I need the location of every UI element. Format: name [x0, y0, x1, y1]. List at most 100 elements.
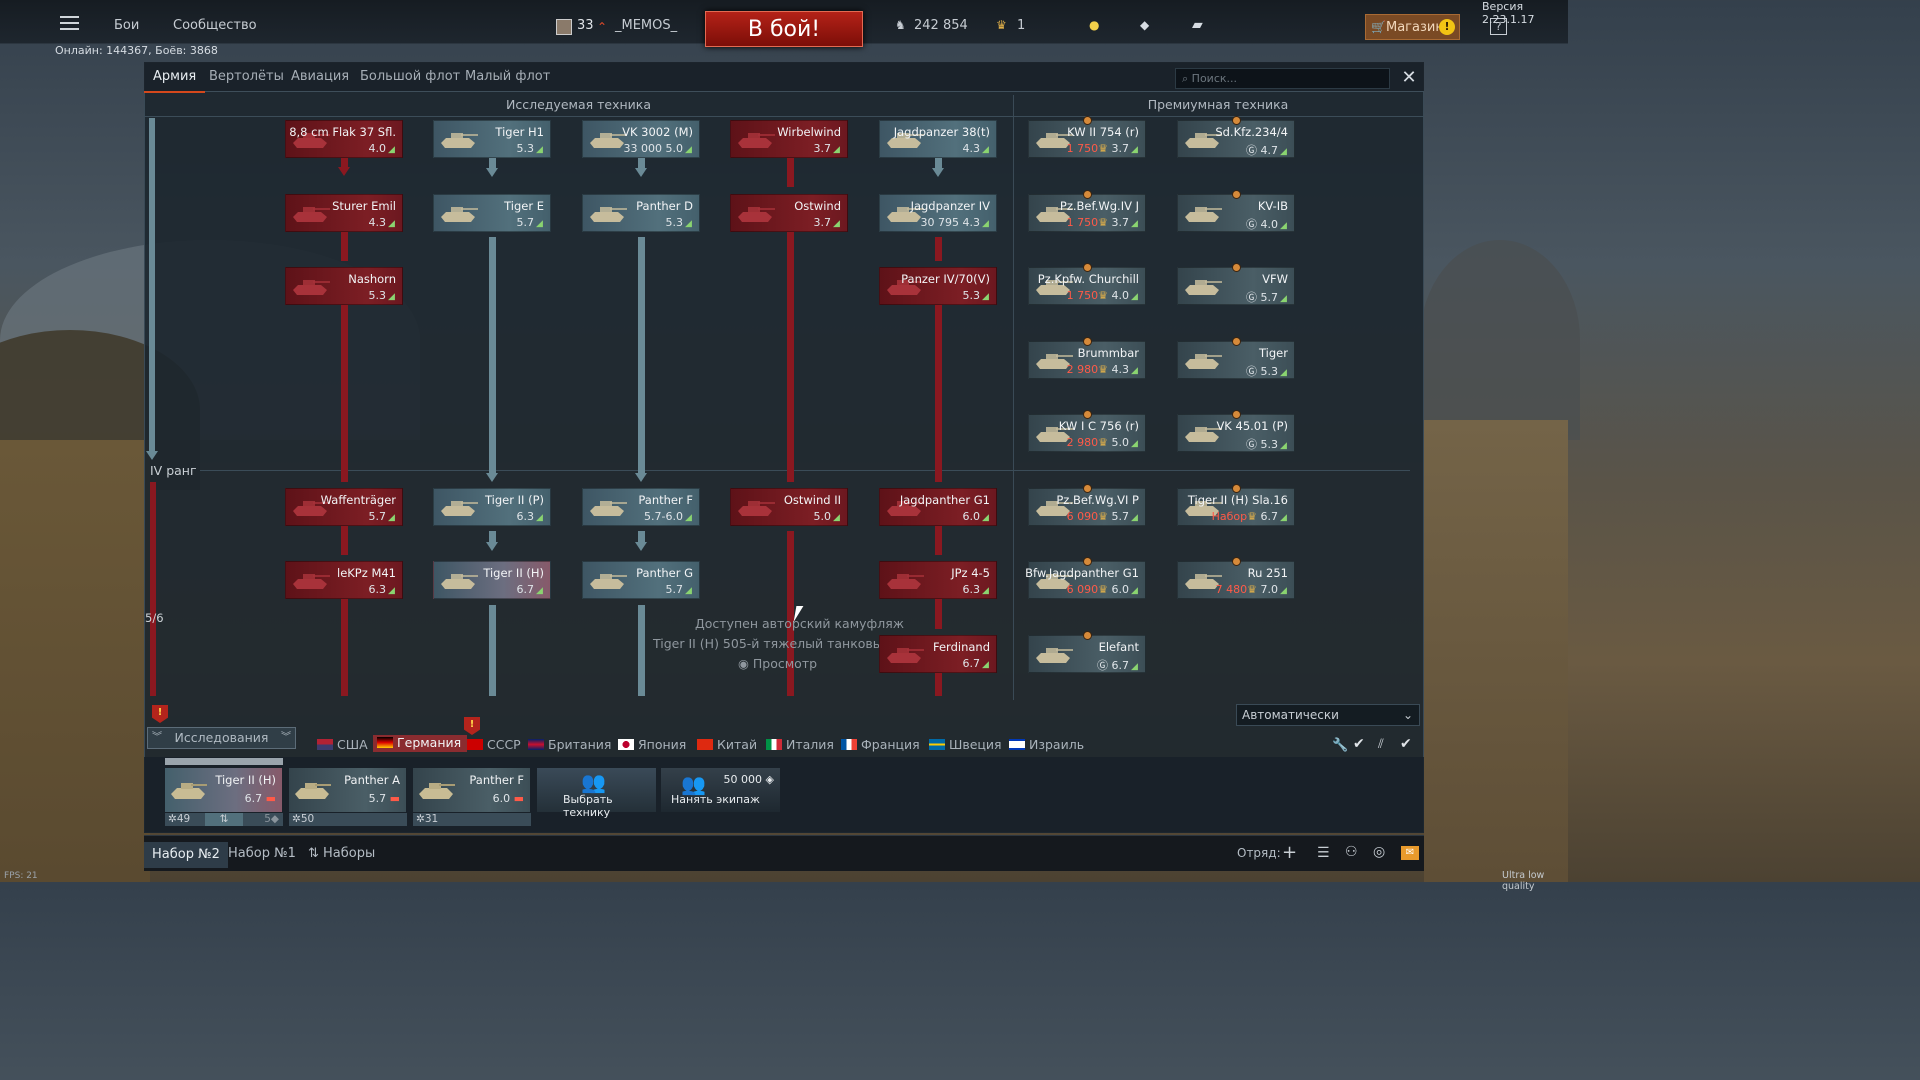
chevron-down-icon: ︾	[152, 732, 162, 743]
close-button[interactable]: ✕	[1401, 67, 1417, 88]
shop-button[interactable]: 🛒 Магазин !	[1365, 14, 1460, 40]
nation-tab-1[interactable]: Германия	[373, 735, 468, 752]
research-button[interactable]: ︾ Исследования ︾	[147, 727, 296, 749]
ammo-icon[interactable]: ⫽	[1378, 737, 1384, 752]
crew-slot-panther-f[interactable]: Panther F 6.0 ▬	[413, 768, 530, 812]
tab-bluewater-fleet[interactable]: Большой флот	[360, 69, 461, 84]
swap-icon[interactable]: ⇅	[205, 813, 243, 826]
vehicle-card-vk-3002-m[interactable]: VK 3002 (M)33 000 5.0◢	[582, 120, 700, 158]
diamond-icon[interactable]: ◆	[1140, 18, 1150, 32]
vehicle-card-8-8-cm-flak-37-sfl[interactable]: 8,8 cm Flak 37 Sfl.4.0◢	[285, 120, 403, 158]
preset-2-tab[interactable]: Набор №2	[144, 842, 228, 868]
vehicle-stats: 5.7◢	[666, 583, 694, 596]
eagle-icon: ♛	[1098, 363, 1108, 376]
nation-tab-3[interactable]: Британия	[528, 737, 611, 752]
golden-eagles-balance[interactable]: 1	[1017, 18, 1026, 33]
crew-slot-panther-a[interactable]: Panther A 5.7 ▬	[289, 768, 406, 812]
nation-tab-4[interactable]: Япония	[618, 737, 686, 752]
crew-slot-br-value: 5.7	[368, 792, 387, 805]
tab-aviation[interactable]: Авиация	[291, 69, 350, 84]
crew-slot-tiger-ii-h[interactable]: Tiger II (H) 6.7 ▬	[165, 768, 282, 812]
camo-preview-link[interactable]: ◉ Просмотр	[738, 656, 817, 671]
select-vehicle-slot[interactable]: 👥 Выбрать технику	[537, 768, 656, 819]
chat-icon[interactable]: ◎	[1373, 844, 1386, 860]
add-squad-icon[interactable]: +	[1282, 842, 1298, 863]
preset-1-tab[interactable]: Набор №1	[228, 846, 296, 861]
nation-tab-8[interactable]: Швеция	[929, 737, 1002, 752]
nation-label: США	[337, 737, 368, 752]
vehicle-type-icon: ◢	[685, 145, 692, 155]
nation-tab-9[interactable]: Израиль	[1009, 737, 1084, 752]
checkmark-icon[interactable]: ✔	[1353, 736, 1365, 752]
vehicle-name: KW II 754 (r)	[1067, 125, 1139, 139]
vehicle-stats: 5.7-6.0◢	[644, 510, 693, 523]
menu-icon[interactable]	[60, 16, 79, 30]
premium-card-vk-45-01-p[interactable]: VK 45.01 (P)Ⓖ 5.3◢	[1177, 410, 1295, 452]
list-icon[interactable]: ☰	[1317, 845, 1330, 861]
community-menu[interactable]: Сообщество	[173, 18, 257, 33]
presets-tab[interactable]: ⇅ Наборы	[308, 846, 375, 861]
premium-card-kw-ii-754-r[interactable]: KW II 754 (r)1 750♛ 3.7◢	[1028, 116, 1146, 158]
battles-menu[interactable]: Бои	[114, 18, 140, 33]
hire-crew-slot[interactable]: 👥 50 000 ◈ Нанять экипаж	[661, 768, 780, 812]
mail-icon[interactable]: ✉	[1401, 846, 1419, 860]
tank-icon	[1036, 354, 1073, 369]
nation-tab-0[interactable]: США	[317, 737, 368, 752]
auto-dropdown[interactable]: Автоматически⌄	[1236, 704, 1420, 726]
nation-tab-7[interactable]: Франция	[841, 737, 920, 752]
silver-lions-balance[interactable]: 242 854	[914, 18, 968, 33]
player-name[interactable]: _MEMOS_	[615, 18, 678, 33]
vehicle-card-panzer-iv-70-v[interactable]: Panzer IV/70(V)5.3◢	[879, 267, 997, 305]
vehicle-card-tiger-ii-p[interactable]: Tiger II (P)6.3◢	[433, 488, 551, 526]
rank-progress-bar	[149, 118, 155, 453]
nation-tab-6[interactable]: Италия	[766, 737, 834, 752]
help-button[interactable]: ?	[1490, 18, 1507, 35]
nation-tab-2[interactable]: СССР	[467, 737, 521, 752]
checkmark-icon[interactable]: ✔	[1400, 736, 1412, 752]
premium-card-kw-i-c-756-r[interactable]: KW I C 756 (r)2 980♛ 5.0◢	[1028, 410, 1146, 452]
lightbulb-icon[interactable]: ●	[1089, 18, 1100, 32]
contacts-icon[interactable]: ⚇	[1345, 844, 1358, 860]
tab-army[interactable]: Армия	[143, 69, 206, 93]
coupon-icon[interactable]: ▰	[1192, 17, 1203, 33]
to-battle-button[interactable]: В бой!	[705, 11, 863, 47]
tab-coastal-fleet[interactable]: Малый флот	[465, 69, 551, 84]
tab-helicopters[interactable]: Вертолёты	[209, 69, 284, 84]
search-input[interactable]: ⌕ Поиск...	[1175, 68, 1390, 89]
player-avatar-icon[interactable]	[556, 19, 572, 35]
vehicle-card-jagdpanzer-38-t[interactable]: Jagdpanzer 38(t)4.3◢	[879, 120, 997, 158]
repair-icon[interactable]: 🔧	[1332, 738, 1349, 753]
vehicle-type-icon: ◢	[833, 513, 840, 523]
nation-tab-5[interactable]: Китай	[697, 737, 757, 752]
vehicle-card-tiger-ii-h[interactable]: Tiger II (H)6.7◢	[433, 561, 551, 599]
nation-label: СССР	[487, 737, 521, 752]
